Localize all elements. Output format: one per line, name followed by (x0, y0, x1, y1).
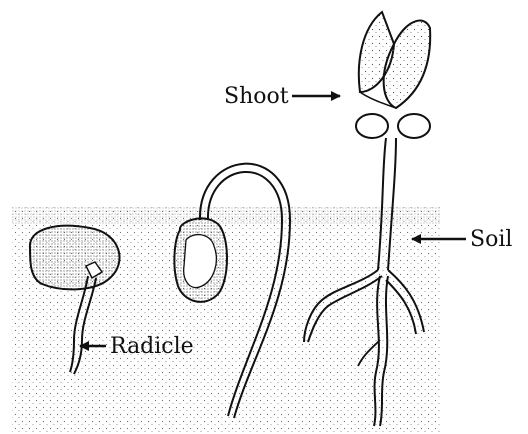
label-shoot-group: Shoot (224, 84, 340, 109)
label-shoot: Shoot (224, 84, 289, 109)
label-radicle: Radicle (110, 334, 194, 359)
label-soil: Soil (470, 227, 512, 252)
